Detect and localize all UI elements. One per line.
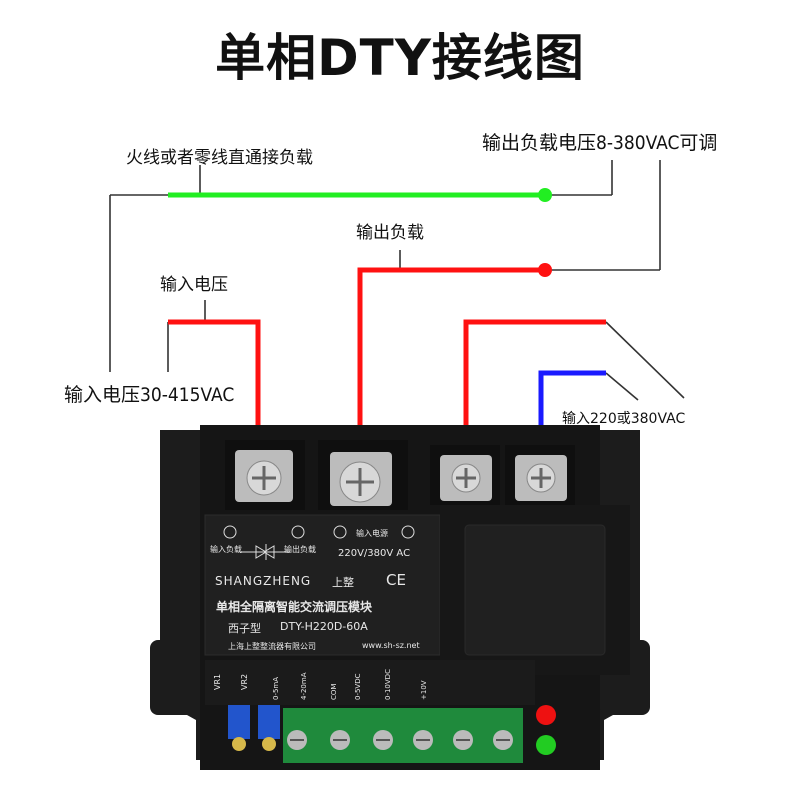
company-name: 上海上整整流器有限公司 [228,642,316,651]
control-label: 0-5mA [272,676,280,700]
vr1-label: VR1 [213,673,222,690]
wire-red-supply [463,319,606,470]
label-input-voltage: 输入电压 [160,275,228,295]
ce-mark: CE [386,571,406,589]
device-body [150,425,650,770]
vr2-pot [258,705,280,739]
supply-voltage: 220V/380V AC [338,548,411,559]
terminal-input-load: 输入负载 [210,545,242,554]
control-terminal-block [283,708,523,763]
wire-red-input [168,319,261,470]
label-input-voltage-range: 输入电压30-415VAC [64,384,235,406]
diagram-title: 单相DTY接线图 [215,29,585,87]
red-terminal-dot [538,263,552,277]
vr1-pot [228,705,250,739]
model-prefix: 西子型 [228,622,261,635]
led-green [536,735,556,755]
wire-black-blue-diag [605,372,639,401]
green-terminal-dot [538,188,552,202]
label-live-neutral: 火线或者零线直通接负载 [126,148,313,168]
led-red [536,705,556,725]
label-output-load: 输出负载 [356,223,424,243]
screw-terminals [235,450,567,506]
terminal-output-load: 输出负载 [284,545,316,554]
label-output-voltage: 输出负载电压8-380VAC可调 [482,132,718,154]
control-label: 4-20mA [300,672,308,701]
control-label: 0-5VDC [354,673,362,701]
product-name: 单相全隔离智能交流调压模块 [216,600,373,614]
brand-name-cn: 上整 [332,576,354,589]
brand-name: SHANGZHENG [215,574,312,588]
website: www.sh-sz.net [362,641,420,650]
wire-red-output-load [357,267,545,470]
triac-symbol [240,544,290,560]
label-input-220-380: 输入220或380VAC [562,411,686,427]
wire-black-red-diag [605,321,685,399]
control-label: +10V [420,680,428,700]
model-number: DTY-H220D-60A [280,620,368,633]
terminal-input-power: 输入电源 [356,529,388,538]
vr2-label: VR2 [240,673,249,690]
control-label: COM [330,683,338,700]
control-label: 0-10VDC [384,669,392,700]
